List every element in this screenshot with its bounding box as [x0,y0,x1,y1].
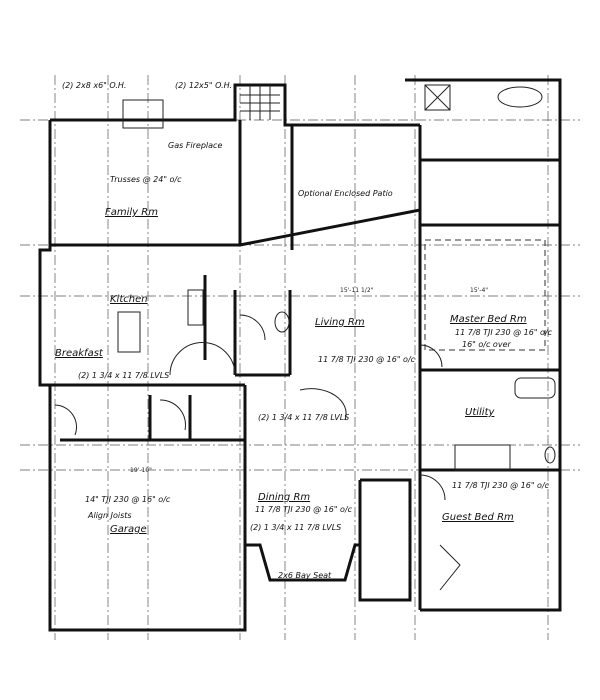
toilet-icon [274,311,290,333]
fixtures [117,84,556,471]
toilet-icon-2 [544,446,556,464]
ceiling-outline [424,239,546,351]
living-joist-note: 11 7/8 TJI 230 @ 16" o/c [318,355,416,364]
garage-joist-note: 14" TJI 230 @ 16" o/c [85,495,171,504]
dining-joist-note: 11 7/8 TJI 230 @ 16" o/c [255,505,353,514]
dining-beam-note: (2) 1 3/4 x 11 7/8 LVLS [250,523,341,532]
kitchen-beam-note: (2) 1 3/4 x 11 7/8 LVLS [78,371,169,380]
header-note-mid: (2) 12x5" O.H. [175,81,232,90]
bathtub-icon [497,86,543,108]
master-over-note: 16" o/c over [462,340,511,349]
door-swings [54,314,461,591]
room-dining: Dining Rm [258,492,310,503]
garage-align-note: Align Joists [87,511,132,520]
stair-icon [240,85,280,120]
fireplace-note: Gas Fireplace [168,141,222,150]
room-breakfast: Breakfast [55,348,104,359]
dim-garage: 19'-10" [130,467,152,474]
closet-shelves [454,444,511,471]
trusses-note: Trusses @ 24" o/c [110,175,182,184]
tub-icon [514,377,556,399]
master-joist-note: 11 7/8 TJI 230 @ 16" o/c [455,328,553,337]
interior-walls [50,120,560,610]
dim-living: 15'-11 1/2" [340,287,374,294]
room-living: Living Rm [315,317,365,328]
header-note-left: (2) 2x8 x6" O.H. [62,81,126,90]
room-master: Master Bed Rm [450,314,527,325]
room-family: Family Rm [105,207,158,218]
room-utility: Utility [465,407,495,418]
bay-note: 2x6 Bay Seat [278,571,332,580]
room-patio: Optional Enclosed Patio [298,189,393,198]
plan-labels: (2) 2x8 x6" O.H. (2) 12x5" O.H. Gas Fire… [55,81,553,580]
range-icon [187,289,204,326]
room-kitchen: Kitchen [110,294,148,305]
room-guest: Guest Bed Rm [442,512,514,523]
exterior-walls [38,78,562,632]
guest-joist-note: 11 7/8 TJI 230 @ 16" o/c [452,481,550,490]
kitchen-island [117,311,141,353]
dim-master: 15'-4" [470,287,488,294]
shower-icon [424,84,451,111]
room-garage: Garage [110,524,147,535]
fireplace-icon [122,99,164,129]
living-beam-note: (2) 1 3/4 x 11 7/8 LVLS [258,413,349,422]
